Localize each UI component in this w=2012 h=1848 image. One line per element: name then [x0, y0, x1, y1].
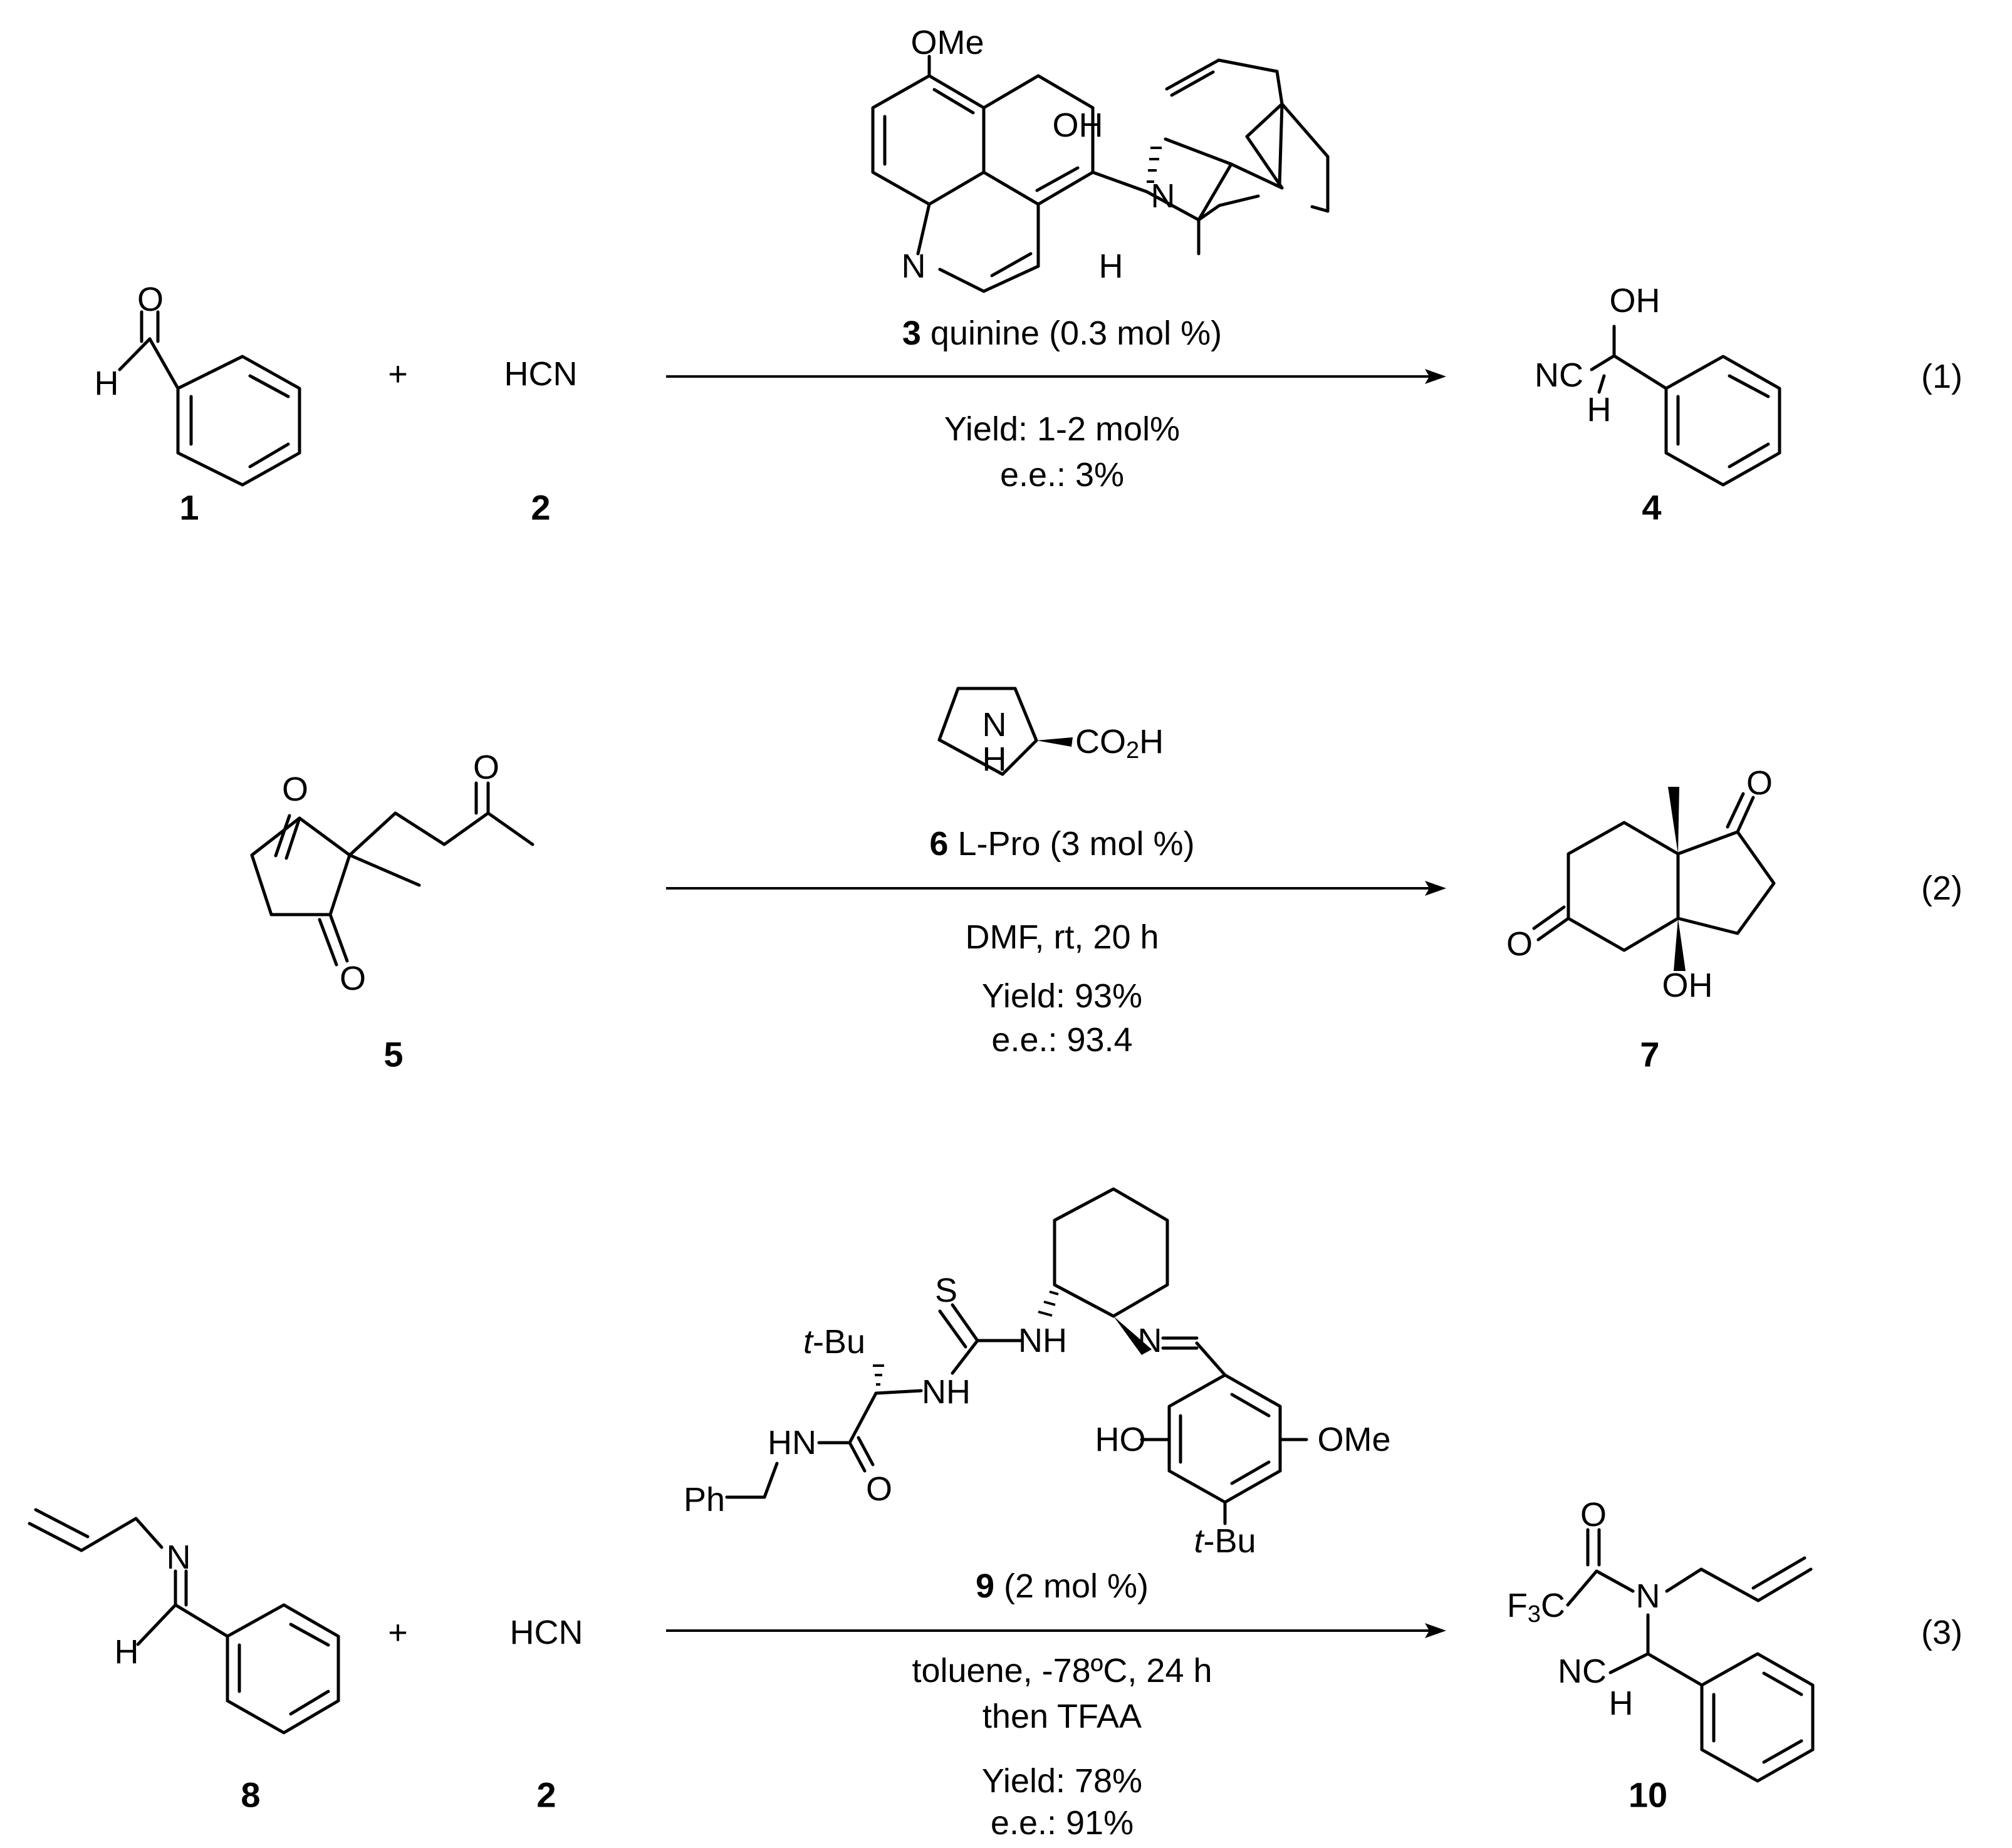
aryl-methoxy: OMe — [1317, 1421, 1390, 1458]
tertiary-hydroxyl: OH — [1662, 967, 1713, 1004]
quinoline-nitrogen: N — [902, 247, 926, 285]
tert-butyl-2-bu: -Bu — [1203, 1522, 1256, 1560]
thione-sulfur: S — [935, 1272, 957, 1309]
arrowhead-2 — [1425, 881, 1446, 896]
benzaldehyde-structure: O H — [95, 281, 301, 487]
compound-label-2: 2 — [531, 488, 550, 527]
product-hydrogen: H — [1587, 391, 1612, 428]
mandelonitrile-structure: OH NC H — [1535, 282, 1781, 487]
condition-ee-2: e.e.: 93.4 — [991, 1021, 1132, 1059]
phenol-hydroxyl: HO — [1095, 1421, 1146, 1458]
amide-nh: HN — [768, 1424, 816, 1461]
trifluoromethyl-subscript: 3 — [1528, 1601, 1541, 1627]
imine-hydrogen: H — [115, 1633, 139, 1671]
equation-number-3: (3) — [1921, 1614, 1962, 1651]
trifluoroacetamide-structure: O F3C N NC H — [1507, 1496, 1815, 1783]
catalyst-caption-3: 9 (2 mol %) — [976, 1567, 1149, 1605]
condition-yield-2: Yield: 93% — [982, 977, 1142, 1015]
proline-structure: N H CO2H — [937, 687, 1164, 778]
proline-hydrogen: H — [983, 740, 1007, 778]
catalyst-caption-2: 6 L-Pro (3 mol %) — [929, 825, 1194, 863]
carboxyl-h: H — [1139, 723, 1164, 760]
catalyst-number-6: 6 — [929, 825, 948, 863]
product-hydrogen-3: H — [1609, 1684, 1634, 1722]
compound-label-8: 8 — [241, 1775, 260, 1815]
carboxyl-co: CO — [1075, 723, 1126, 760]
thiourea-nh-1: NH — [1018, 1322, 1067, 1359]
product-nitrile-3: NC — [1558, 1653, 1607, 1690]
ketone-oxygen-ring5: O — [1746, 764, 1773, 802]
compound-label-2b: 2 — [536, 1775, 556, 1815]
catalyst-name-quinine: quinine (0.3 mol %) — [921, 314, 1222, 352]
compound-label-7: 7 — [1640, 1035, 1659, 1074]
compound-label-1: 1 — [179, 488, 199, 527]
reaction-1: O H 1 + HCN 2 — [95, 24, 1963, 527]
ring-carbonyl-oxygen-2: O — [340, 960, 366, 997]
quinuclidine-nitrogen: N — [1151, 177, 1175, 215]
catalyst-name-proline: L-Pro (3 mol %) — [948, 825, 1194, 863]
catalyst-caption-1: 3 quinine (0.3 mol %) — [902, 314, 1222, 352]
ring-carbonyl-oxygen-1: O — [282, 771, 308, 808]
catalyst-number-3: 3 — [902, 314, 921, 352]
condition-solvent-2: DMF, rt, 20 h — [965, 918, 1159, 956]
condition-yield-1: Yield: 1-2 mol% — [944, 410, 1180, 448]
compound-label-4: 4 — [1642, 488, 1661, 527]
aldehyde-hydrogen: H — [95, 365, 119, 402]
reaction-2: O O O 5 N H CO2H 6 L-Pro (3 mol %) DMF, … — [250, 687, 1962, 1074]
stereo-hydrogen: H — [1099, 247, 1123, 285]
ketone-oxygen-ring6: O — [1506, 925, 1533, 963]
plus-sign-3: + — [388, 1614, 408, 1651]
aldehyde-oxygen: O — [137, 281, 164, 318]
imine-n-catalyst: N — [1138, 1322, 1162, 1359]
methoxy-group: OMe — [910, 24, 984, 61]
compound-label-5: 5 — [383, 1035, 403, 1074]
trifluoromethyl-c: C — [1541, 1587, 1565, 1624]
tert-butyl-2: t-Bu — [1194, 1522, 1256, 1560]
product-nitrile: NC — [1535, 356, 1583, 394]
arrowhead-3 — [1425, 1623, 1446, 1638]
hydroxyl-group: OH — [1053, 106, 1103, 144]
imine-structure: N H — [28, 1508, 340, 1735]
condition-solvent-3: toluene, -78ºC, 24 h — [912, 1652, 1212, 1690]
thiourea-nh-2: NH — [922, 1373, 971, 1411]
hcn-reagent-3: HCN — [510, 1614, 583, 1651]
tert-butyl-1: t-Bu — [803, 1323, 865, 1361]
amide-oxygen: O — [866, 1470, 892, 1508]
carboxyl-subscript: 2 — [1126, 737, 1139, 764]
imine-nitrogen: N — [167, 1539, 191, 1576]
equation-number-1: (1) — [1921, 358, 1962, 395]
carboxylic-acid: CO2H — [1075, 723, 1164, 764]
trifluoromethyl: F3C — [1507, 1587, 1565, 1627]
catalyst-number-9: 9 — [976, 1567, 994, 1605]
ketone-oxygen: O — [473, 749, 499, 786]
ketol-structure: O O OH — [1506, 764, 1776, 1004]
phenyl-group: Ph — [684, 1481, 725, 1518]
thiourea-catalyst-structure: S NH NH HN O Ph t-Bu N HO OMe t-Bu — [684, 1187, 1391, 1560]
triketone-structure: O O O — [250, 749, 534, 997]
equation-number-2: (2) — [1921, 869, 1962, 907]
amide-nitrogen: N — [1636, 1577, 1660, 1615]
arrowhead-1 — [1425, 369, 1446, 384]
catalyst-loading-9: (2 mol %) — [994, 1567, 1149, 1605]
quinine-structure: OMe OH N N H — [871, 24, 1330, 293]
hcn-reagent: HCN — [504, 355, 578, 393]
tert-butyl-1-bu: -Bu — [813, 1323, 865, 1361]
tert-butyl-2-t: t — [1194, 1522, 1204, 1560]
product-hydroxyl: OH — [1610, 282, 1660, 319]
condition-ee-3: e.e.: 91% — [991, 1804, 1134, 1842]
condition-tfaa-3: then TFAA — [983, 1698, 1142, 1735]
amide-carbonyl-oxygen: O — [1580, 1496, 1607, 1534]
condition-yield-3: Yield: 78% — [982, 1762, 1142, 1800]
plus-sign: + — [388, 355, 408, 393]
compound-label-10: 10 — [1629, 1775, 1667, 1815]
condition-ee-1: e.e.: 3% — [1000, 456, 1124, 494]
reaction-3: N H 8 + HCN 2 — [28, 1187, 1962, 1842]
tert-butyl-1-t: t — [803, 1323, 814, 1361]
proline-nitrogen: N — [983, 706, 1007, 744]
trifluoromethyl-f: F — [1507, 1587, 1528, 1624]
